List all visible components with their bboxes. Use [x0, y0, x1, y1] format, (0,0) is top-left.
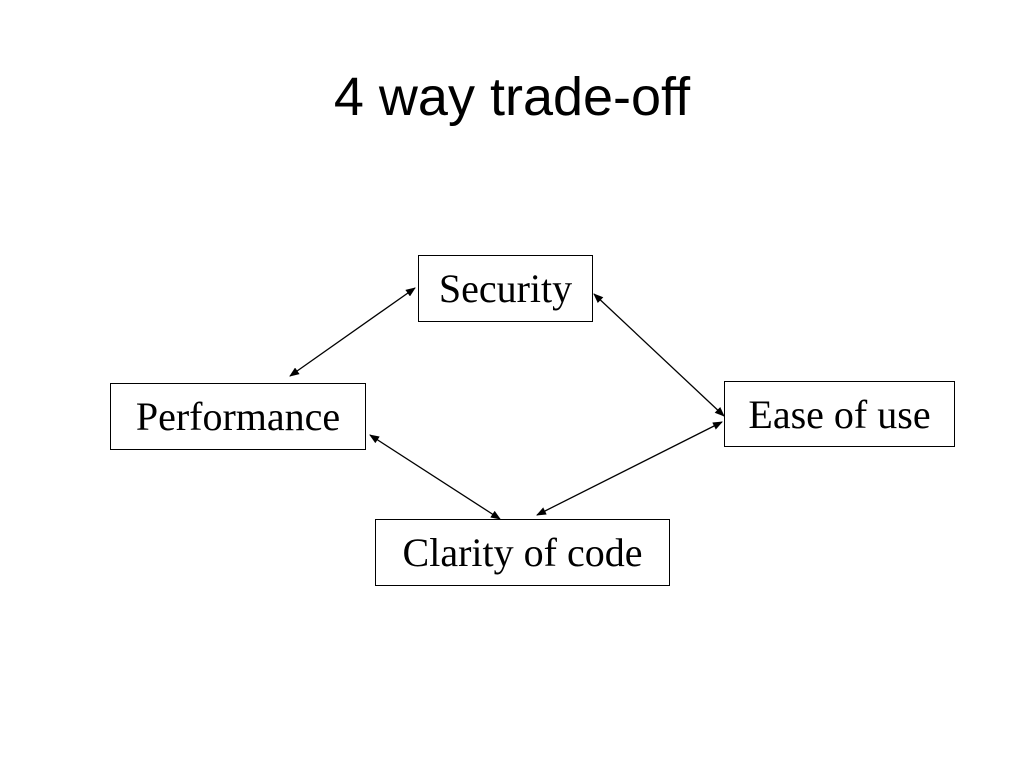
- node-performance-label: Performance: [135, 394, 341, 439]
- node-ease-of-use-label: Ease of use: [748, 391, 931, 437]
- node-ease-of-use: Ease of use: [724, 381, 955, 447]
- slide-title: 4 way trade-off: [333, 67, 691, 127]
- node-performance: Performance: [110, 383, 366, 450]
- node-clarity-of-code: Clarity of code: [375, 519, 670, 586]
- edge-security-performance: [289, 287, 416, 377]
- node-clarity-of-code-label: Clarity of code: [402, 530, 643, 575]
- edge-security-ease: [593, 293, 725, 417]
- node-security: Security: [418, 255, 593, 322]
- edge-ease-clarity: [536, 421, 723, 516]
- edge-performance-clarity: [369, 434, 501, 520]
- node-security-label: Security: [438, 266, 573, 311]
